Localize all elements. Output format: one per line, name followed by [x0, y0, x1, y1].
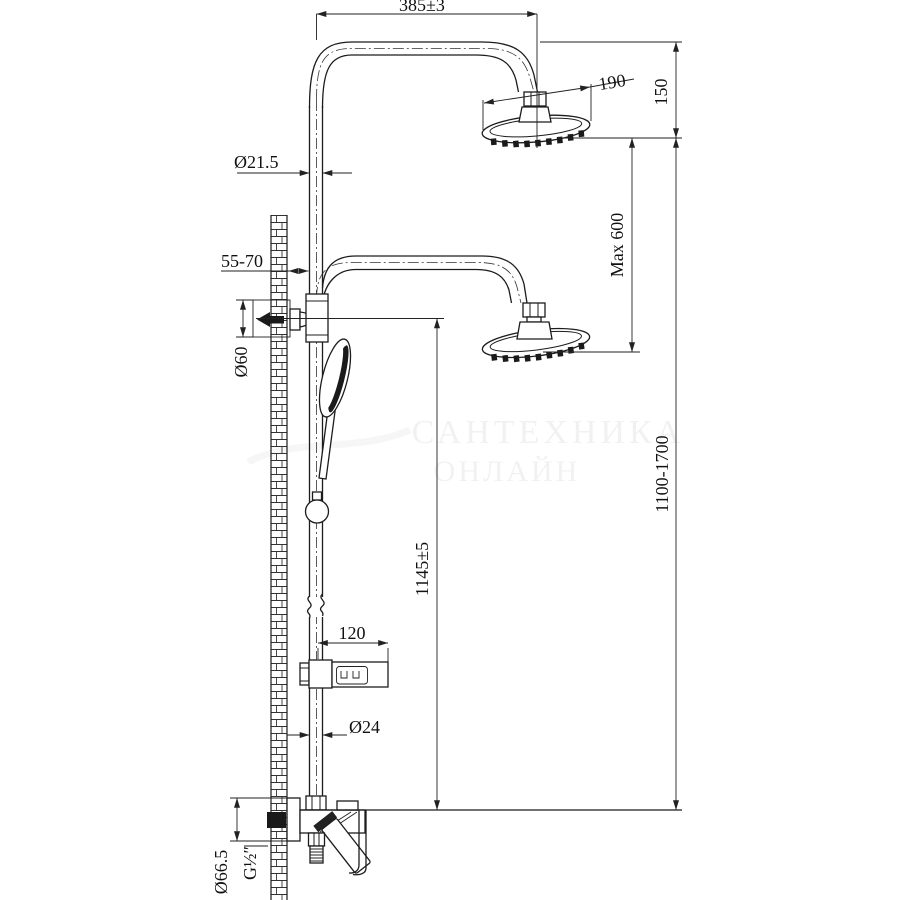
pipe-break-symbol	[303, 593, 329, 619]
dim-top-arm-width: 385±3	[399, 0, 445, 15]
lower-shower-head	[480, 302, 593, 368]
dim-wall-offset: 55-70	[221, 251, 263, 271]
dim-upper-pipe-diameter: Ø21.5	[234, 152, 279, 172]
anchor-block	[267, 812, 286, 828]
wall-escutcheon	[286, 797, 301, 842]
dim-rail-height: 1145±5	[412, 542, 432, 596]
soap-dish	[299, 659, 389, 689]
hand-shower	[318, 338, 352, 480]
thread-stub	[309, 845, 324, 864]
dimension-lines	[221, 11, 682, 847]
dim-overall-height-range: 1100-1700	[652, 435, 672, 512]
lower-shower-arm	[321, 255, 528, 304]
dim-overhead-head-diameter: 190	[597, 70, 627, 94]
dim-soap-dish-width: 120	[339, 623, 366, 643]
slider-knob	[304, 491, 330, 524]
diverter-knob	[336, 800, 359, 811]
wall-bracket	[252, 293, 329, 343]
wall-section	[270, 215, 288, 900]
dim-overhead-drop: 150	[651, 79, 671, 106]
mixer-handle	[313, 811, 371, 874]
upper-gooseneck-pipe	[308, 41, 539, 109]
watermark-line2: ОНЛАЙН	[434, 455, 581, 488]
watermark-line1: САНТЕХНИКА	[412, 414, 685, 451]
shower-column-pipe	[308, 106, 324, 797]
side-plate	[348, 810, 367, 876]
dim-lower-head-max-drop: Max 600	[607, 213, 627, 278]
watermark: САНТЕХНИКА ОНЛАЙН	[412, 414, 685, 488]
dimension-labels: 385±3 190 150 Ø21.5 Max 600 55-70 Ø60 11…	[211, 0, 672, 894]
dim-bracket-flange-diameter: Ø60	[231, 347, 251, 378]
mixer-valve	[267, 795, 371, 876]
dim-escutcheon-diameter: Ø66.5	[211, 850, 231, 895]
dim-lower-pipe-diameter: Ø24	[349, 717, 380, 737]
dim-thread-size: G½″	[240, 846, 260, 880]
